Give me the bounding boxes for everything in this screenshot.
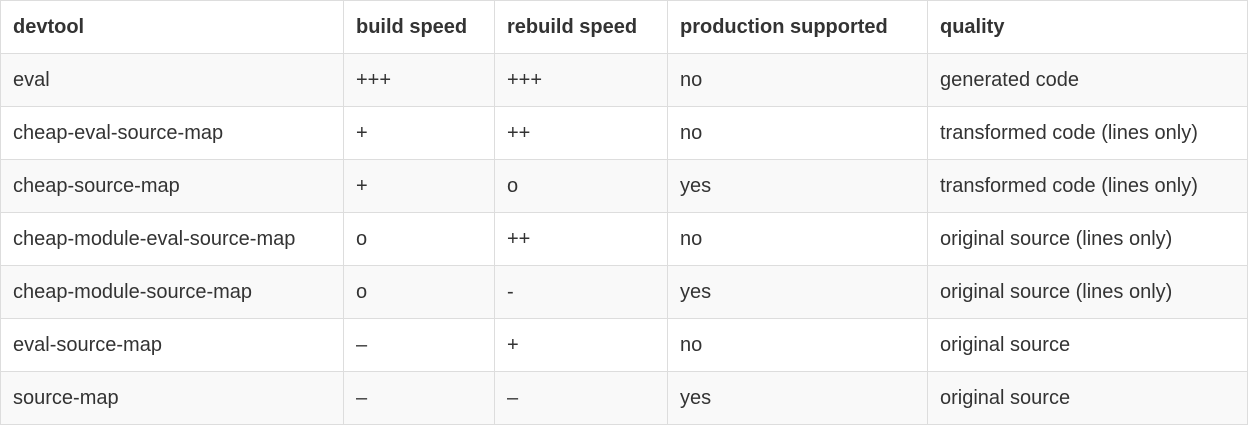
- header-build-speed: build speed: [343, 0, 495, 54]
- cell-rebuild-speed: ++: [494, 212, 668, 266]
- cell-build-speed: o: [343, 212, 495, 266]
- cell-quality: transformed code (lines only): [927, 159, 1248, 213]
- cell-quality: transformed code (lines only): [927, 106, 1248, 160]
- cell-quality: original source: [927, 371, 1248, 425]
- table-row: eval-source-map – + no original source: [0, 318, 1248, 372]
- cell-devtool: eval-source-map: [0, 318, 344, 372]
- cell-rebuild-speed: –: [494, 371, 668, 425]
- table-row: cheap-eval-source-map + ++ no transforme…: [0, 106, 1248, 160]
- cell-devtool: eval: [0, 53, 344, 107]
- cell-quality: original source (lines only): [927, 265, 1248, 319]
- header-row: devtool build speed rebuild speed produc…: [0, 0, 1248, 54]
- table-row: cheap-module-source-map o - yes original…: [0, 265, 1248, 319]
- header-rebuild-speed: rebuild speed: [494, 0, 668, 54]
- cell-build-speed: +: [343, 106, 495, 160]
- header-production-supported: production supported: [667, 0, 928, 54]
- cell-production-supported: yes: [667, 265, 928, 319]
- cell-build-speed: +: [343, 159, 495, 213]
- cell-rebuild-speed: +: [494, 318, 668, 372]
- cell-devtool: cheap-module-source-map: [0, 265, 344, 319]
- table-body: eval +++ +++ no generated code cheap-eva…: [0, 53, 1248, 425]
- cell-quality: original source: [927, 318, 1248, 372]
- cell-production-supported: yes: [667, 371, 928, 425]
- cell-rebuild-speed: +++: [494, 53, 668, 107]
- cell-rebuild-speed: -: [494, 265, 668, 319]
- header-quality: quality: [927, 0, 1248, 54]
- cell-devtool: source-map: [0, 371, 344, 425]
- table-row: cheap-module-eval-source-map o ++ no ori…: [0, 212, 1248, 266]
- table-row: cheap-source-map + o yes transformed cod…: [0, 159, 1248, 213]
- cell-rebuild-speed: ++: [494, 106, 668, 160]
- cell-production-supported: no: [667, 318, 928, 372]
- cell-build-speed: –: [343, 371, 495, 425]
- cell-devtool: cheap-eval-source-map: [0, 106, 344, 160]
- table-row: eval +++ +++ no generated code: [0, 53, 1248, 107]
- cell-production-supported: yes: [667, 159, 928, 213]
- cell-devtool: cheap-module-eval-source-map: [0, 212, 344, 266]
- cell-quality: generated code: [927, 53, 1248, 107]
- table-row: source-map – – yes original source: [0, 371, 1248, 425]
- cell-build-speed: +++: [343, 53, 495, 107]
- cell-build-speed: o: [343, 265, 495, 319]
- cell-production-supported: no: [667, 212, 928, 266]
- cell-production-supported: no: [667, 53, 928, 107]
- table-header: devtool build speed rebuild speed produc…: [0, 0, 1248, 54]
- cell-quality: original source (lines only): [927, 212, 1248, 266]
- cell-build-speed: –: [343, 318, 495, 372]
- cell-devtool: cheap-source-map: [0, 159, 344, 213]
- cell-production-supported: no: [667, 106, 928, 160]
- header-devtool: devtool: [0, 0, 344, 54]
- cell-rebuild-speed: o: [494, 159, 668, 213]
